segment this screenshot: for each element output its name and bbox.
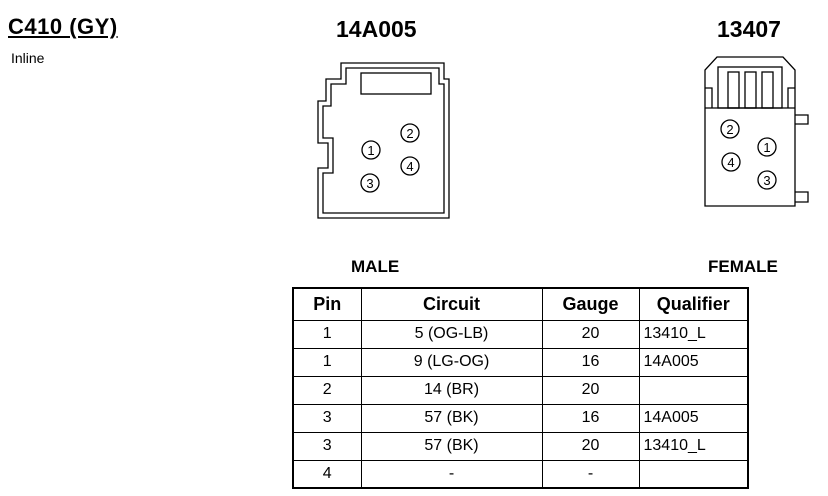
female-label: FEMALE <box>708 257 778 276</box>
female-pin-2-label: 2 <box>726 122 733 137</box>
male-pin-2-label: 2 <box>406 126 413 141</box>
table-row: 3 57 (BK) 20 13410_L <box>292 431 749 461</box>
male-pin-group: 1 2 3 4 <box>360 123 420 193</box>
cell-qualifier <box>638 459 749 489</box>
table-row: 1 5 (OG-LB) 20 13410_L <box>292 319 749 349</box>
table-row: 2 14 (BR) 20 <box>292 375 749 405</box>
cell-qualifier: 13410_L <box>638 319 749 349</box>
connector-title: C410 (GY) <box>8 14 118 39</box>
table-row: 3 57 (BK) 16 14A005 <box>292 403 749 433</box>
male-pin-4-circle <box>400 156 420 176</box>
cell-circuit: 5 (OG-LB) <box>360 319 543 349</box>
cell-gauge: 16 <box>541 403 640 433</box>
female-latch-bar-1 <box>727 71 740 109</box>
cell-circuit: 9 (LG-OG) <box>360 347 543 377</box>
female-latch-bar-3 <box>761 71 774 109</box>
female-tab-left <box>705 87 713 108</box>
header-qualifier: Qualifier <box>638 287 749 321</box>
cell-pin: 2 <box>292 375 362 405</box>
cell-pin: 1 <box>292 319 362 349</box>
pin-table: Pin Circuit Gauge Qualifier 1 5 (OG-LB) … <box>292 287 749 489</box>
cell-pin: 1 <box>292 347 362 377</box>
male-housing-outer <box>317 62 450 219</box>
female-pin-3-label: 3 <box>763 173 770 188</box>
male-pin-3-label: 3 <box>366 176 373 191</box>
male-pin-2-circle <box>400 123 420 143</box>
cell-gauge: 20 <box>541 375 640 405</box>
male-pin-1-label: 1 <box>367 143 374 158</box>
female-part-number: 13407 <box>717 16 781 42</box>
female-latch-bar-2 <box>744 71 757 109</box>
female-pin-1-circle <box>757 137 777 157</box>
cell-qualifier: 14A005 <box>638 403 749 433</box>
cell-circuit: 57 (BK) <box>360 403 543 433</box>
female-side-clip-bottom <box>795 191 809 203</box>
pin-table-header-row: Pin Circuit Gauge Qualifier <box>292 287 749 321</box>
male-latch <box>360 72 432 95</box>
table-row: 4 - - <box>292 459 749 489</box>
cell-qualifier: 14A005 <box>638 347 749 377</box>
male-pin-4-label: 4 <box>406 159 413 174</box>
male-label: MALE <box>351 257 400 276</box>
table-row: 1 9 (LG-OG) 16 14A005 <box>292 347 749 377</box>
female-pin-group: 1 2 3 4 <box>720 119 777 190</box>
cell-circuit: 57 (BK) <box>360 431 543 461</box>
cell-qualifier: 13410_L <box>638 431 749 461</box>
male-part-number: 14A005 <box>336 16 417 42</box>
female-pin-3-circle <box>757 170 777 190</box>
cell-gauge: - <box>541 459 640 489</box>
connector-type: Inline <box>11 50 45 66</box>
male-pin-3-circle <box>360 173 380 193</box>
cell-pin: 3 <box>292 431 362 461</box>
female-pin-1-label: 1 <box>763 140 770 155</box>
female-side-clip-top <box>795 114 809 125</box>
cell-gauge: 16 <box>541 347 640 377</box>
cell-gauge: 20 <box>541 319 640 349</box>
header-gauge: Gauge <box>541 287 640 321</box>
male-pin-1-circle <box>361 140 381 160</box>
female-pin-4-label: 4 <box>727 155 734 170</box>
cell-pin: 3 <box>292 403 362 433</box>
cell-gauge: 20 <box>541 431 640 461</box>
cell-circuit: 14 (BR) <box>360 375 543 405</box>
cell-qualifier <box>638 375 749 405</box>
female-pin-2-circle <box>720 119 740 139</box>
header-circuit: Circuit <box>360 287 543 321</box>
female-tab-right <box>787 87 795 108</box>
female-pin-4-circle <box>721 152 741 172</box>
female-housing-outer <box>704 56 796 207</box>
male-housing-inner <box>322 67 445 214</box>
cell-circuit: - <box>360 459 543 489</box>
cell-pin: 4 <box>292 459 362 489</box>
header-pin: Pin <box>292 287 362 321</box>
